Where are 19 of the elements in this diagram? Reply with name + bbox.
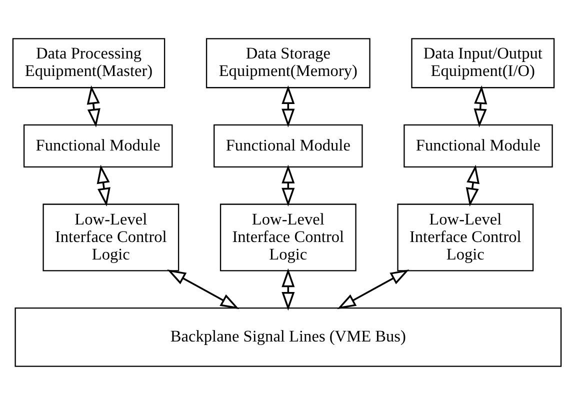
node-box: Low-Level Interface Control Logic [397, 204, 534, 272]
arrow [167, 270, 240, 310]
arrow [282, 85, 295, 128]
arrow [474, 85, 488, 128]
node-box: Functional Module [214, 124, 363, 168]
arrow [282, 164, 295, 207]
node-box: Low-Level Interface Control Logic [42, 204, 180, 272]
node-box: Functional Module [23, 124, 173, 168]
node-box: Data Processing Equipment(Master) [12, 38, 166, 88]
node-box: Data Input/Output Equipment(I/O) [411, 38, 555, 88]
arrow [337, 270, 410, 310]
node-box: Functional Module [404, 124, 553, 168]
arrow [96, 164, 110, 207]
arrow [466, 164, 480, 207]
node-box: Low-Level Interface Control Logic [220, 204, 356, 272]
arrow [86, 85, 100, 128]
node-box: Data Storage Equipment(Memory) [206, 38, 370, 88]
arrow [282, 268, 295, 311]
node-box: Backplane Signal Lines (VME Bus) [14, 307, 562, 367]
